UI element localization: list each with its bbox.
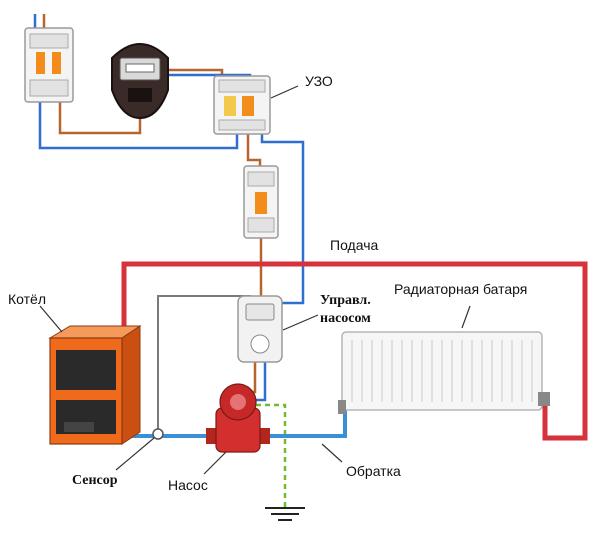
- pump-control-label-line2: насосом: [320, 311, 371, 326]
- pump-control-label-line1: Управл.: [320, 293, 371, 308]
- boiler: [48, 325, 142, 445]
- electricity-meter: [111, 43, 169, 120]
- pump-label: Насос: [168, 477, 208, 493]
- sensor: [115, 428, 164, 471]
- supply-label: Подача: [330, 237, 378, 253]
- circulation-pump: [203, 383, 270, 475]
- rcd-device: [213, 75, 299, 135]
- radiator: [338, 305, 550, 414]
- supply-pipe: [121, 261, 588, 441]
- return-pipe-to-radiator: [270, 405, 347, 438]
- radiator-label: Радиаторная батаря: [394, 281, 527, 297]
- sensor-label: Сенсор: [72, 473, 118, 488]
- return-label: Обратка: [346, 463, 401, 479]
- boiler-label: Котёл: [8, 291, 46, 307]
- uzo-label: УЗО: [305, 73, 333, 89]
- main-circuit-breaker: [24, 27, 74, 103]
- secondary-circuit-breaker: [243, 165, 279, 239]
- pump-controller: [237, 295, 319, 363]
- ground-line: [238, 403, 305, 521]
